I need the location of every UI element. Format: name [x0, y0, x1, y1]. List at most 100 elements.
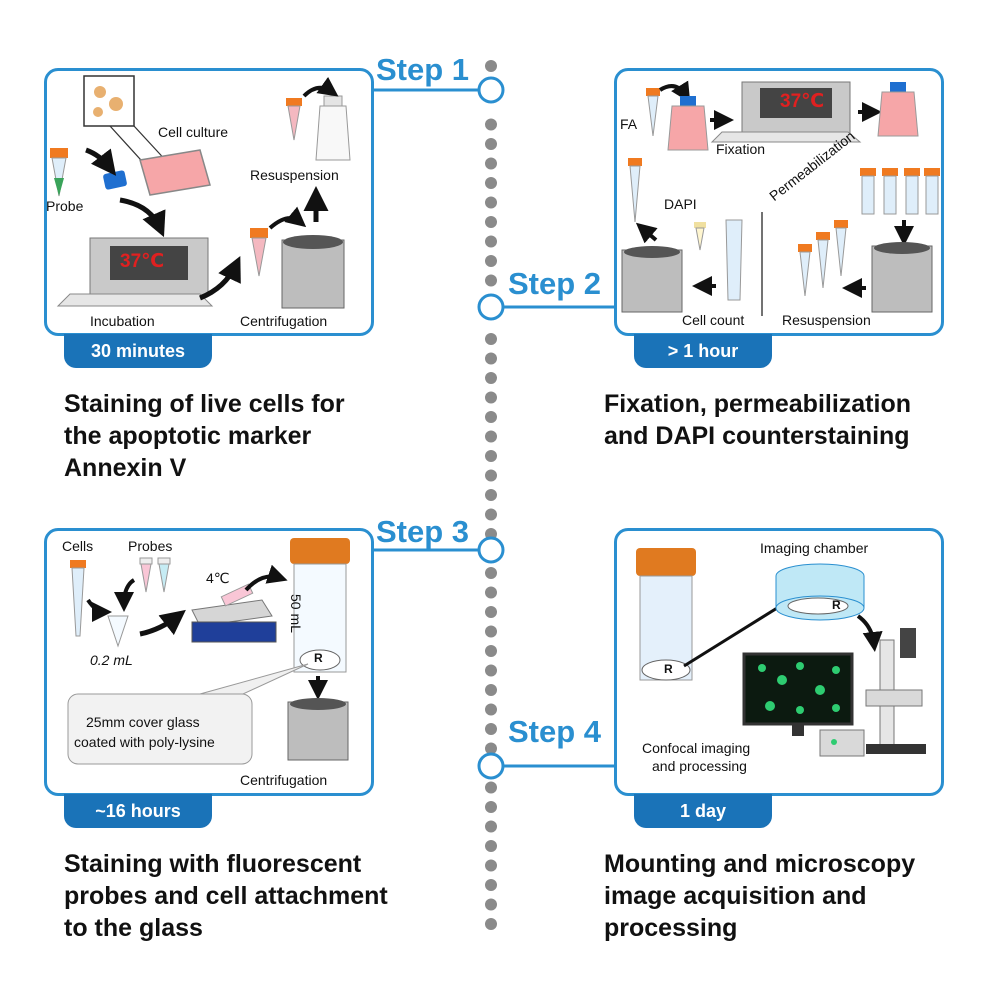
- label-fa: FA: [620, 116, 638, 132]
- timeline-dot: [485, 723, 497, 735]
- label-cell-count: Cell count: [682, 312, 745, 328]
- timeline-dot: [485, 274, 497, 287]
- glass-mark: R: [314, 651, 323, 665]
- cells-tube-icon: [70, 560, 86, 637]
- timeline-dot: [485, 138, 497, 150]
- controller-box-icon: [819, 729, 865, 757]
- probes-tubes-icon: [139, 557, 171, 593]
- label-cover-glass-line1: 25mm cover glass: [86, 714, 200, 730]
- label-temperature: 37℃: [120, 251, 165, 272]
- step3-description: Staining with fluorescent probes and cel…: [64, 848, 388, 944]
- timeline-dot: [485, 489, 497, 501]
- step2-description: Fixation, permeabilization and DAPI coun…: [604, 388, 911, 452]
- timeline-dot: [485, 820, 497, 833]
- desc-line: to the glass: [64, 914, 203, 942]
- large-tube-50ml-icon: [290, 538, 350, 673]
- final-tube-icon: [628, 158, 642, 223]
- timeline-dot: [485, 118, 497, 131]
- resuspension-flask-icon: [315, 95, 351, 161]
- desc-line: Fixation, permeabilization: [604, 390, 911, 418]
- perm-tubes-icon: [860, 168, 940, 215]
- step1-node: [477, 76, 505, 104]
- timeline-dot: [485, 586, 497, 599]
- timeline-dots: [485, 60, 497, 930]
- timeline-dot: [485, 508, 497, 521]
- step1-duration: 30 minutes: [64, 334, 212, 368]
- timeline-dot: [485, 177, 497, 189]
- desc-line: Mounting and microscopy: [604, 850, 916, 878]
- magnify-box: [83, 75, 135, 127]
- fa-tube-icon: [646, 88, 660, 137]
- timeline-dot: [485, 255, 497, 267]
- shaker-icon: [191, 583, 277, 643]
- resuspension-tube-icon: [286, 98, 302, 141]
- glass-mark-chamber: R: [832, 598, 841, 612]
- desc-line: Staining with fluorescent: [64, 850, 362, 878]
- desc-line: image acquisition and: [604, 882, 867, 910]
- label-confocal-line1: Confocal imaging: [642, 740, 751, 756]
- timeline-dot: [485, 216, 497, 228]
- desc-line: the apoptotic marker: [64, 422, 312, 450]
- timeline-dot: [485, 372, 497, 384]
- label-incubation: Incubation: [90, 313, 155, 329]
- step3-label: Step 3: [376, 514, 470, 549]
- fixation-incubator-icon: [710, 81, 862, 143]
- fixation-flask-icon: [667, 96, 709, 151]
- timeline-dot: [485, 606, 497, 618]
- step4-label: Step 4: [508, 714, 602, 749]
- desc-line: probes and cell attachment: [64, 882, 388, 910]
- label-centrifugation: Centrifugation: [240, 772, 328, 788]
- label-probes: Probes: [128, 538, 173, 554]
- step2-node: [477, 293, 505, 321]
- timeline-dot: [485, 879, 497, 891]
- timeline-dot: [485, 60, 497, 72]
- probe-tube-icon: [50, 148, 68, 197]
- small-tube-icon: [107, 615, 129, 648]
- step2-centrifuge-left-icon: [621, 246, 683, 313]
- timeline-dot: [485, 352, 497, 365]
- microscope-icon: [865, 628, 926, 754]
- timeline-dot: [485, 625, 497, 638]
- step2-duration: > 1 hour: [634, 334, 772, 368]
- incubator-icon: [56, 237, 214, 307]
- dapi-tube-icon: [694, 222, 706, 251]
- timeline-dot: [485, 469, 497, 482]
- timeline-dot: [485, 840, 497, 852]
- timeline-dot: [485, 411, 497, 423]
- timeline-dot: [485, 898, 497, 911]
- label-dapi: DAPI: [664, 196, 697, 212]
- step3-duration: ~16 hours: [64, 794, 212, 828]
- label-confocal-line2: and processing: [652, 758, 747, 774]
- step4-duration: 1 day: [634, 794, 772, 828]
- timeline-dot: [485, 664, 497, 677]
- monitor-icon: [742, 652, 854, 736]
- step1-label: Step 1: [376, 52, 470, 87]
- label-resuspension: Resuspension: [250, 167, 339, 183]
- desc-line: processing: [604, 914, 738, 942]
- timeline-dot: [485, 781, 497, 794]
- resuspension-tubes-icon: [798, 220, 848, 297]
- cover-glass-callout: [67, 693, 253, 765]
- timeline-dot: [485, 703, 497, 716]
- label-cell-culture: Cell culture: [158, 124, 229, 140]
- step4-description: Mounting and microscopy image acquisitio…: [604, 848, 915, 944]
- timeline-dot: [485, 684, 497, 696]
- step2-centrifuge-right-icon: [871, 242, 933, 313]
- label-centrifugation: Centrifugation: [240, 313, 328, 329]
- step4-node: [477, 752, 505, 780]
- timeline-dot: [485, 157, 497, 170]
- step3-node: [477, 536, 505, 564]
- timeline-dot: [485, 196, 497, 209]
- mounting-tube-icon: [636, 548, 696, 681]
- timeline-dot: [485, 567, 497, 579]
- centrifuge-icon: [281, 235, 345, 309]
- timeline-dot: [485, 333, 497, 345]
- desc-line: Annexin V: [64, 454, 187, 482]
- timeline-dot: [485, 235, 497, 248]
- step1-description: Staining of live cells for the apoptotic…: [64, 388, 345, 484]
- timeline-dot: [485, 430, 497, 443]
- label-cover-glass-line2: coated with poly-lysine: [74, 734, 215, 750]
